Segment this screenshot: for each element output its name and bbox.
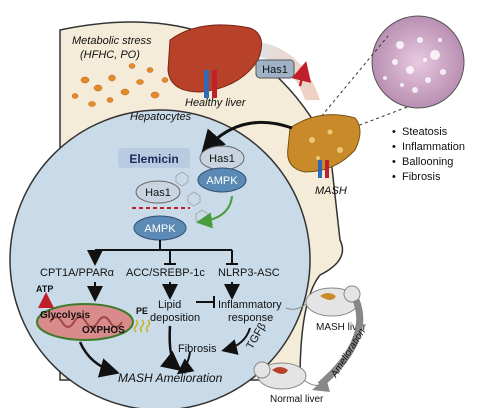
diet-pellets: [71, 63, 169, 107]
mash-label: MASH: [315, 185, 347, 197]
pathway-nlrp3: NLRP3-ASC: [218, 267, 280, 279]
healthy-liver-label: Healthy liver: [185, 97, 247, 109]
pathway-acc: ACC/SREBP-1c: [126, 267, 205, 279]
has1-protein-mid: [135, 180, 181, 204]
atp-label: ATP: [36, 284, 53, 294]
normal-liver-mouse-label: Normal liver: [270, 394, 324, 405]
pe-label: PE: [136, 306, 148, 316]
mash-features-list: • Steatosis • Inflammation • Ballooning …: [392, 126, 465, 183]
glycolysis-label: Glycolysis: [40, 310, 90, 321]
ampk-mid-label: AMPK: [144, 223, 176, 235]
has1-mid-label: Has1: [145, 187, 171, 199]
has1-top-label: Has1: [209, 153, 235, 165]
mitochondrion-icon: [36, 303, 134, 341]
stress-label-1: Metabolic stress: [72, 35, 152, 47]
has1-tag-label: Has1: [262, 64, 288, 76]
mouse-mash-icon: [285, 285, 361, 317]
feature-inflammation: Inflammation: [402, 141, 465, 153]
inflammatory-label-1: Inflammatory: [218, 299, 282, 311]
pe-lipids: [133, 319, 151, 333]
elemicin-box: [118, 148, 190, 168]
feature-steatosis: Steatosis: [402, 126, 448, 138]
healthy-liver-icon: [167, 24, 263, 98]
mash-amelioration-label: MASH Amelioration: [118, 371, 223, 385]
stress-label-2: (HFHC, PO): [80, 49, 140, 61]
svg-text:•: •: [392, 126, 396, 138]
feature-ballooning: Ballooning: [402, 156, 453, 168]
svg-text:•: •: [392, 141, 396, 153]
mouse-normal-icon: [253, 361, 323, 390]
histology-dots: [383, 37, 446, 93]
lipid-label-1: Lipid: [158, 299, 181, 311]
inflammatory-label-2: response: [228, 312, 273, 324]
lipid-label-2: deposition: [150, 312, 200, 324]
dissociation-arrow: [196, 195, 233, 229]
svg-text:•: •: [392, 171, 396, 183]
mash-liver-icon: [287, 114, 361, 178]
mash-to-cell-arrow: [201, 120, 293, 155]
pathway-cpt1a: CPT1A/PPARα: [40, 267, 115, 279]
mash-liver-mouse-label: MASH liver: [316, 322, 367, 333]
fibrosis-label: Fibrosis: [178, 343, 217, 355]
amelioration-arrow: [317, 298, 364, 388]
ampk-protein-top: [197, 167, 247, 193]
amelioration-mouse-label: Amelioration: [329, 326, 369, 380]
elemicin-label: Elemicin: [129, 152, 178, 166]
ampk-top-label: AMPK: [206, 175, 238, 187]
histology-image: [371, 15, 465, 109]
feature-fibrosis: Fibrosis: [402, 171, 441, 183]
svg-text:•: •: [392, 156, 396, 168]
oxphos-label: OXPHOS: [82, 325, 125, 336]
hepatocytes-label: Hepatocytes: [130, 111, 192, 123]
